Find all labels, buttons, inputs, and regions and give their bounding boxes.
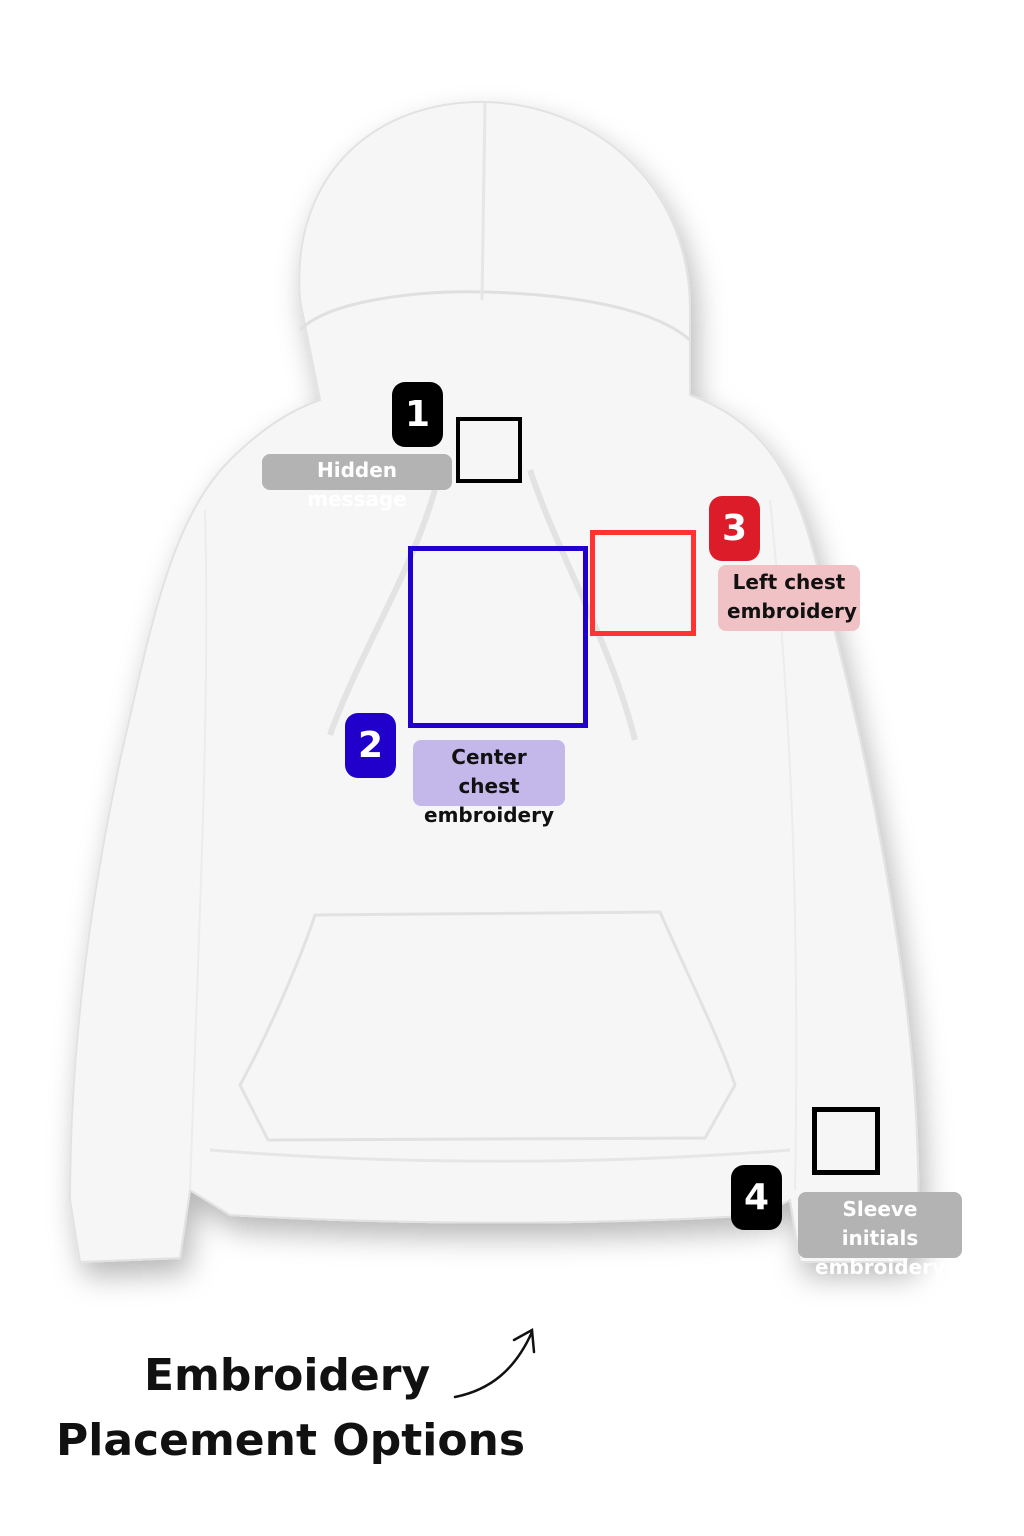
placement-2-label: Center chest embroidery <box>413 740 565 827</box>
placement-3-badge: 3 <box>709 496 760 561</box>
placement-3-label: Left chest embroidery <box>718 565 860 631</box>
curved-arrow-icon <box>453 1327 536 1399</box>
title-line-1: Embroidery <box>144 1350 431 1401</box>
placement-4-badge: 4 <box>731 1165 782 1230</box>
placement-1-badge: 1 <box>392 382 443 447</box>
placement-4-label: Sleeve initials embroidery <box>798 1192 962 1279</box>
placement-2-badge: 2 <box>345 713 396 778</box>
placement-1-label: Hidden message <box>262 454 452 511</box>
placement-4-box <box>812 1107 880 1175</box>
placement-1-box <box>456 417 522 483</box>
placement-3-box <box>590 530 696 636</box>
title-line-2: Placement Options <box>56 1415 526 1466</box>
placement-2-box <box>408 546 588 728</box>
